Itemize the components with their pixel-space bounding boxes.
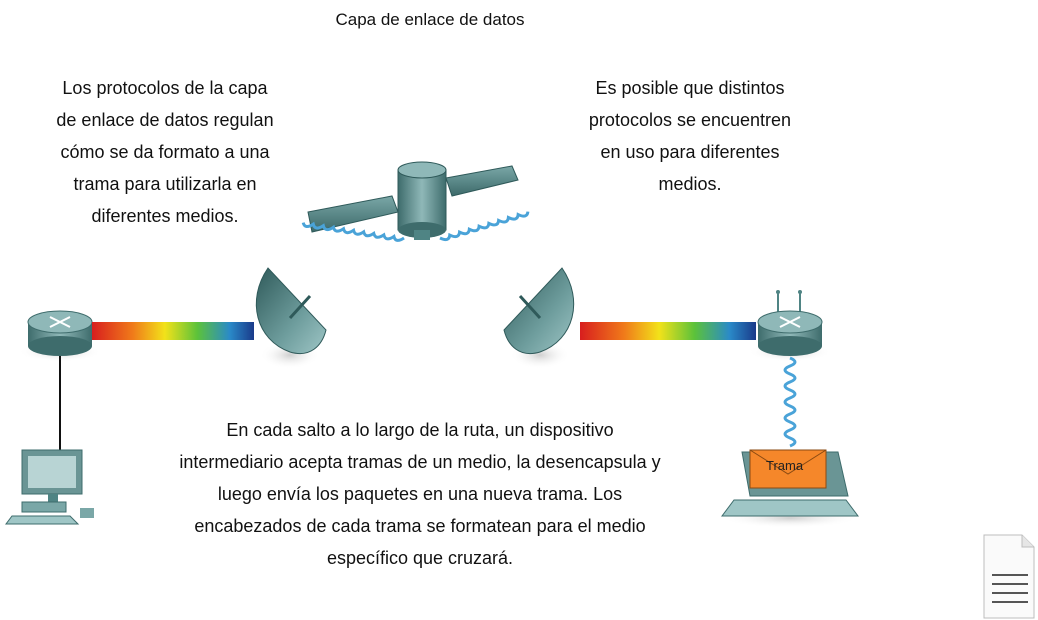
media-link-left — [92, 322, 254, 340]
left-caption-line: cómo se da formato a una — [60, 142, 270, 162]
bottom-caption: En cada salto a lo largo de la ruta, un … — [110, 414, 730, 574]
left-caption-line: Los protocolos de la capa — [62, 78, 268, 98]
bottom-caption-line: luego envía los paquetes en una nueva tr… — [217, 484, 623, 504]
left-caption-line: diferentes medios. — [91, 206, 239, 226]
document-icon[interactable] — [983, 534, 1035, 619]
left-caption: Los protocolos de la capa de enlace de d… — [10, 72, 320, 232]
bottom-caption-line: encabezados de cada trama se formatean p… — [194, 516, 646, 536]
left-caption-line: de enlace de datos regulan — [56, 110, 274, 130]
satellite-icon — [307, 161, 519, 240]
right-caption: Es posible que distintos protocolos se e… — [545, 72, 835, 200]
router-icon-right — [748, 290, 832, 362]
wireless-signal — [783, 356, 797, 448]
right-caption-line: medios. — [658, 174, 722, 194]
satellite-dish-icon-left — [255, 267, 327, 369]
right-caption-line: protocolos se encuentren — [588, 110, 792, 130]
envelope-icon: Trama — [749, 449, 827, 489]
right-caption-line: Es posible que distintos — [595, 78, 785, 98]
satellite-dish-icon-right — [503, 267, 575, 369]
bottom-caption-line: específico que cruzará. — [326, 548, 514, 568]
left-caption-line: trama para utilizarla en — [73, 174, 257, 194]
router-icon-left — [18, 310, 102, 362]
right-caption-line: en uso para diferentes — [600, 142, 780, 162]
desktop-computer-icon — [5, 449, 94, 525]
bottom-caption-line: intermediario acepta tramas de un medio,… — [179, 452, 661, 472]
frame-label: Trama — [766, 458, 804, 473]
bottom-caption-line: En cada salto a lo largo de la ruta, un … — [226, 420, 614, 440]
page-title: Capa de enlace de datos — [335, 10, 525, 29]
signal-wave-left — [301, 221, 405, 242]
signal-wave-right — [439, 211, 530, 242]
media-link-right — [580, 322, 756, 340]
